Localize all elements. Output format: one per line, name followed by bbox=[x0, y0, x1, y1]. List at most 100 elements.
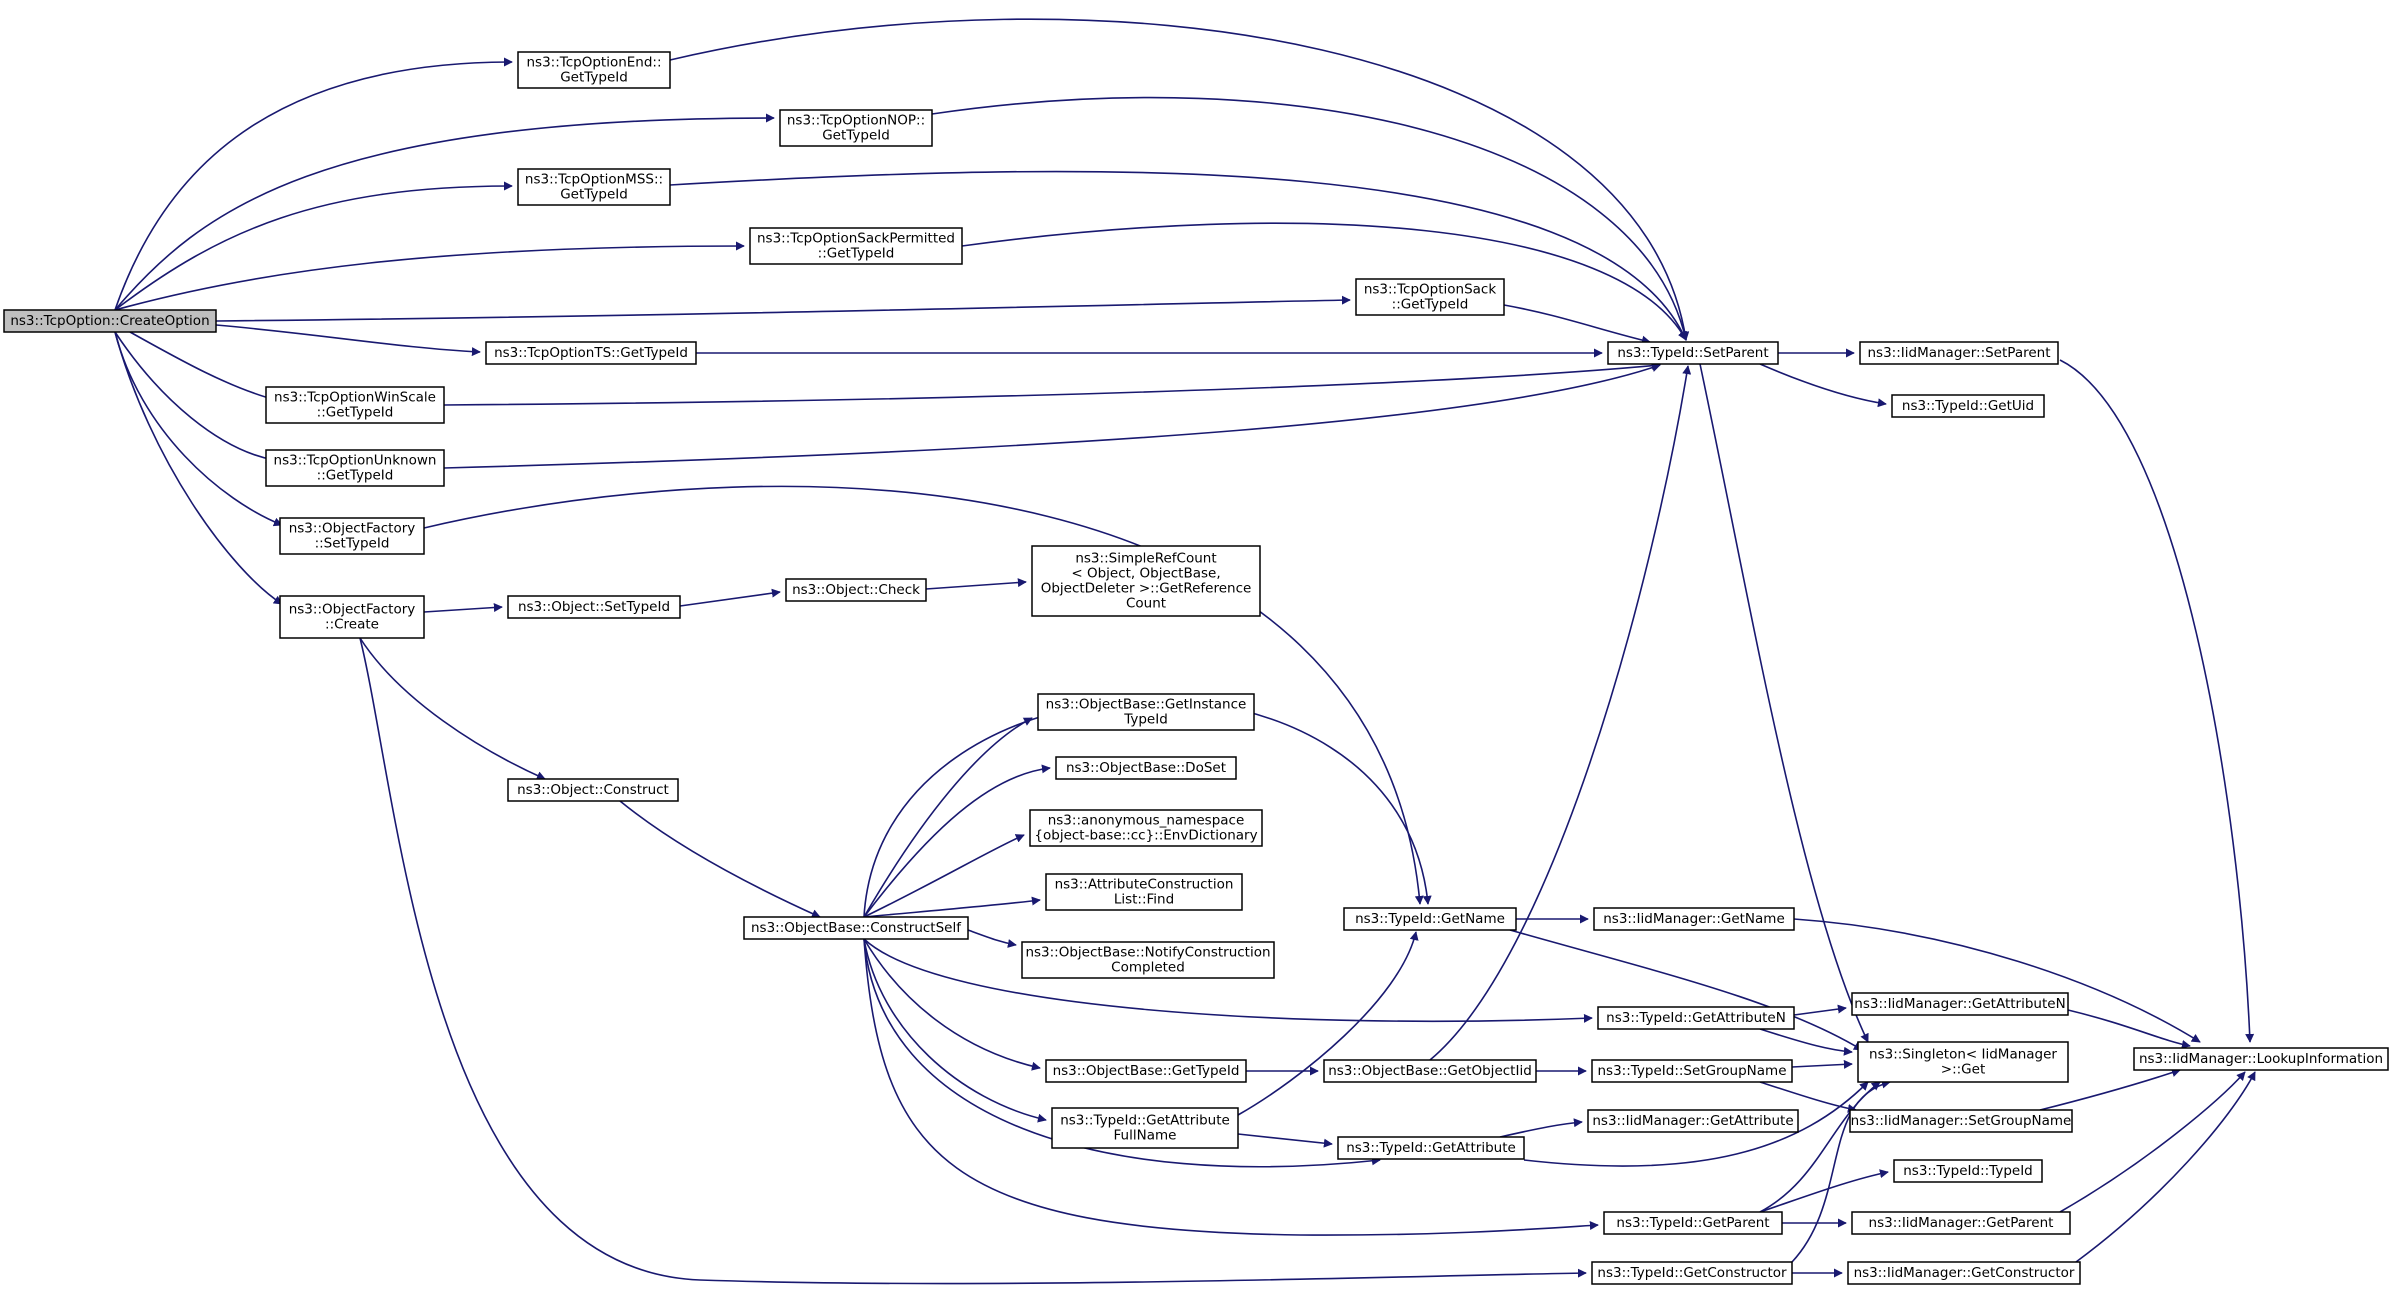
node-unknown-gettypeid[interactable]: ns3::TcpOptionUnknown::GetTypeId bbox=[265, 449, 445, 487]
node-box bbox=[265, 449, 445, 487]
node-envdictionary[interactable]: ns3::anonymous_namespace{object-base::cc… bbox=[1029, 809, 1263, 847]
node-label: ns3::TypeId::GetName bbox=[1355, 911, 1505, 927]
node-end-gettypeid[interactable]: ns3::TcpOptionEnd::GetTypeId bbox=[517, 51, 671, 89]
call-edge-obj_construct-to-ob_constructself bbox=[619, 800, 821, 918]
node-create-option[interactable]: ns3::TcpOption::CreateOption bbox=[3, 309, 217, 333]
node-iid-getconstructor[interactable]: ns3::IidManager::GetConstructor bbox=[1847, 1261, 2081, 1285]
node-label: GetTypeId bbox=[822, 128, 890, 144]
call-edge-create_option-to-ts_gettypeid bbox=[215, 324, 481, 357]
call-edge-iid_getattributen-to-iid_lookupinfo bbox=[2067, 1009, 2191, 1049]
call-edge-create_option-to-end_gettypeid bbox=[114, 57, 513, 311]
node-label: ns3::ObjectBase::ConstructSelf bbox=[751, 920, 962, 936]
node-label: ns3::IidManager::GetConstructor bbox=[1854, 1265, 2075, 1281]
node-label: ns3::TypeId::TypeId bbox=[1903, 1163, 2033, 1179]
node-box bbox=[3, 309, 217, 333]
node-label: ns3::ObjectBase::GetObjectIid bbox=[1328, 1063, 1532, 1079]
node-iid-getparent[interactable]: ns3::IidManager::GetParent bbox=[1851, 1211, 2071, 1235]
node-iid-setparent[interactable]: ns3::IidManager::SetParent bbox=[1859, 341, 2059, 365]
call-edge-tid_getconstructor-to-singleton_get bbox=[1791, 1079, 1891, 1263]
call-edge-iid_getname-to-iid_lookupinfo bbox=[1793, 918, 2201, 1043]
node-label: ns3::ObjectBase::DoSet bbox=[1066, 760, 1226, 776]
call-edge-create_option-to-unknown_gettypeid bbox=[114, 331, 275, 463]
node-tid-getattribute[interactable]: ns3::TypeId::GetAttribute bbox=[1337, 1136, 1525, 1160]
node-iid-getattribute[interactable]: ns3::IidManager::GetAttribute bbox=[1587, 1109, 1799, 1133]
call-edge-ob_constructself-to-tid_getparent bbox=[863, 938, 1599, 1236]
node-label: ns3::IidManager::LookupInformation bbox=[2139, 1051, 2383, 1067]
call-edge-create_option-to-sack_gettypeid bbox=[215, 295, 1351, 322]
node-mss-gettypeid[interactable]: ns3::TcpOptionMSS::GetTypeId bbox=[517, 168, 671, 206]
call-edge-of_settypeid-to-tid_getname bbox=[423, 485, 1424, 905]
call-edge-ob_constructself-to-tid_getattribute bbox=[863, 938, 1381, 1168]
node-label: ns3::Object::Construct bbox=[517, 782, 669, 798]
node-ob-gettypeid[interactable]: ns3::ObjectBase::GetTypeId bbox=[1045, 1059, 1247, 1083]
call-edge-tid_setgroupname-to-iid_setgroupname bbox=[1759, 1081, 1857, 1113]
node-box bbox=[1849, 1109, 2073, 1133]
node-winscale-gettypeid[interactable]: ns3::TcpOptionWinScale::GetTypeId bbox=[265, 386, 445, 424]
node-label: ns3::TypeId::SetGroupName bbox=[1597, 1063, 1786, 1079]
node-ts-gettypeid[interactable]: ns3::TcpOptionTS::GetTypeId bbox=[485, 341, 697, 365]
node-label: {object-base::cc}::EnvDictionary bbox=[1034, 828, 1257, 844]
node-singleton-get[interactable]: ns3::Singleton< IidManager>::Get bbox=[1857, 1041, 2069, 1083]
node-box bbox=[1893, 1159, 2043, 1183]
node-box bbox=[1343, 907, 1517, 931]
node-obj-construct[interactable]: ns3::Object::Construct bbox=[507, 778, 679, 802]
node-ob-notify[interactable]: ns3::ObjectBase::NotifyConstructionCompl… bbox=[1021, 941, 1275, 979]
node-box bbox=[265, 386, 445, 424]
node-label: ns3::IidManager::SetParent bbox=[1868, 345, 2051, 361]
call-edge-ob_constructself-to-tid_getattributen bbox=[863, 938, 1593, 1023]
node-box bbox=[1037, 693, 1255, 731]
call-edge-of_create-to-tid_getconstructor bbox=[359, 637, 1587, 1285]
node-label: Count bbox=[1126, 596, 1166, 612]
node-obj-check[interactable]: ns3::Object::Check bbox=[785, 578, 927, 602]
node-sack-gettypeid[interactable]: ns3::TcpOptionSack::GetTypeId bbox=[1355, 278, 1505, 316]
node-box bbox=[485, 341, 697, 365]
node-tid-setgroupname[interactable]: ns3::TypeId::SetGroupName bbox=[1591, 1059, 1793, 1083]
node-label: ns3::ObjectBase::GetTypeId bbox=[1053, 1063, 1240, 1079]
call-edge-unknown_gettypeid-to-tid_setparent bbox=[443, 363, 1661, 469]
node-box bbox=[1851, 992, 2069, 1016]
call-edges bbox=[114, 18, 2256, 1285]
node-iid-getname[interactable]: ns3::IidManager::GetName bbox=[1593, 907, 1795, 931]
node-label: ns3::TypeId::GetConstructor bbox=[1597, 1265, 1787, 1281]
call-edge-sack_gettypeid-to-tid_setparent bbox=[1503, 304, 1651, 345]
node-tid-setparent[interactable]: ns3::TypeId::SetParent bbox=[1607, 341, 1779, 365]
node-simplerefcount[interactable]: ns3::SimpleRefCount< Object, ObjectBase,… bbox=[1031, 545, 1261, 617]
node-box bbox=[749, 227, 963, 265]
node-label: ns3::TypeId::GetAttributeN bbox=[1606, 1010, 1786, 1026]
node-box bbox=[517, 51, 671, 89]
node-tid-getparent[interactable]: ns3::TypeId::GetParent bbox=[1603, 1211, 1783, 1235]
node-tid-getconstructor[interactable]: ns3::TypeId::GetConstructor bbox=[1591, 1261, 1793, 1285]
node-tid-typeid[interactable]: ns3::TypeId::TypeId bbox=[1893, 1159, 2043, 1183]
node-label: ns3::TcpOptionSackPermitted bbox=[757, 231, 955, 247]
node-sackperm-gettypeid[interactable]: ns3::TcpOptionSackPermitted::GetTypeId bbox=[749, 227, 963, 265]
call-edge-ob_constructself-to-ob_doset bbox=[863, 764, 1051, 918]
node-iid-setgroupname[interactable]: ns3::IidManager::SetGroupName bbox=[1849, 1109, 2073, 1133]
call-edge-tid_getname-to-singleton_get bbox=[1509, 929, 1863, 1051]
node-ob-getobjectiid[interactable]: ns3::ObjectBase::GetObjectIid bbox=[1323, 1059, 1537, 1083]
node-tid-getname[interactable]: ns3::TypeId::GetName bbox=[1343, 907, 1517, 931]
node-label: ObjectDeleter >::GetReference bbox=[1041, 581, 1252, 597]
node-of-settypeid[interactable]: ns3::ObjectFactory::SetTypeId bbox=[279, 517, 425, 555]
node-box bbox=[1323, 1059, 1537, 1083]
node-iid-getattributen[interactable]: ns3::IidManager::GetAttributeN bbox=[1851, 992, 2069, 1016]
node-iid-lookupinfo[interactable]: ns3::IidManager::LookupInformation bbox=[2133, 1047, 2389, 1071]
node-box bbox=[1045, 1059, 1247, 1083]
node-box bbox=[507, 778, 679, 802]
node-of-create[interactable]: ns3::ObjectFactory::Create bbox=[279, 595, 425, 639]
call-edge-ob_constructself-to-envdictionary bbox=[863, 834, 1025, 918]
node-label: ns3::TcpOptionSack bbox=[1364, 282, 1497, 298]
node-ob-doset[interactable]: ns3::ObjectBase::DoSet bbox=[1055, 756, 1237, 780]
node-obj-settypeid[interactable]: ns3::Object::SetTypeId bbox=[507, 595, 681, 619]
node-tid-getuid[interactable]: ns3::TypeId::GetUid bbox=[1891, 394, 2045, 418]
node-tid-getattributen[interactable]: ns3::TypeId::GetAttributeN bbox=[1597, 1006, 1795, 1030]
node-box bbox=[2133, 1047, 2389, 1071]
node-ob-constructself[interactable]: ns3::ObjectBase::ConstructSelf bbox=[743, 916, 969, 940]
node-label: ns3::TcpOption::CreateOption bbox=[10, 313, 209, 329]
call-edge-of_create-to-obj_construct bbox=[359, 637, 546, 780]
node-nop-gettypeid[interactable]: ns3::TcpOptionNOP::GetTypeId bbox=[779, 109, 933, 147]
node-box bbox=[779, 109, 933, 147]
